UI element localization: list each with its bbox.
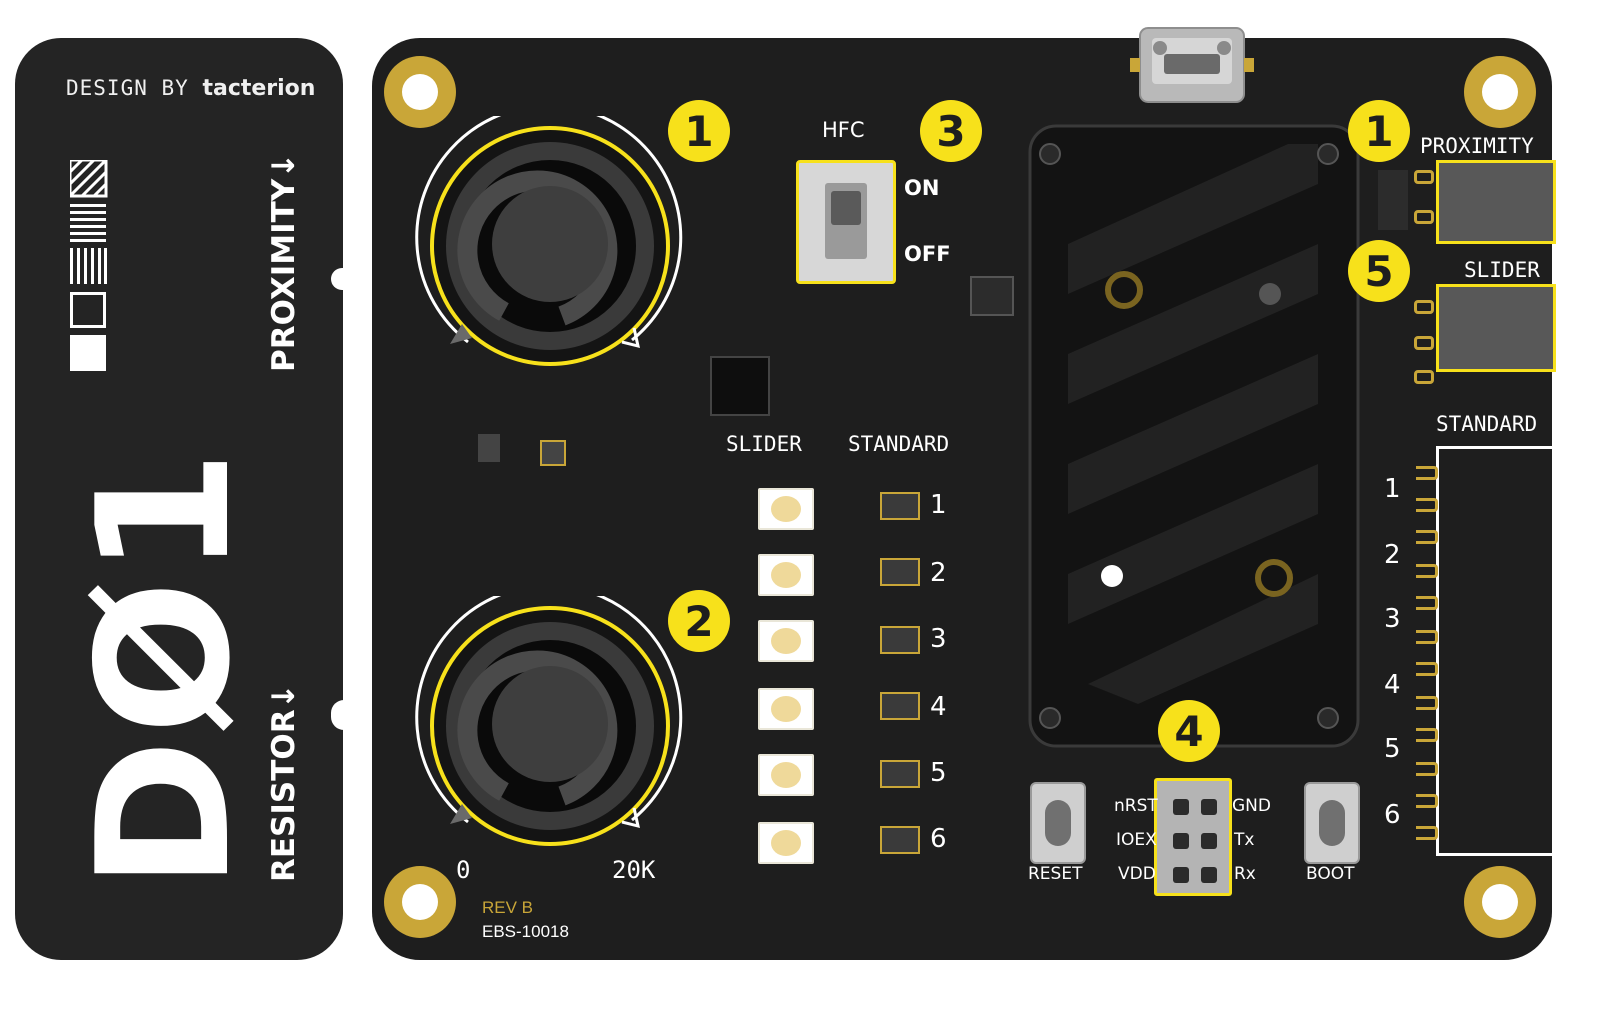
header-pin-rx: Rx	[1234, 864, 1256, 884]
part-number-label: EBS-10018	[482, 922, 569, 941]
led-slider-heading: SLIDER	[726, 432, 802, 456]
reset-label: RESET	[1028, 864, 1083, 884]
standard-led	[880, 626, 920, 654]
callout-badge: 3	[920, 100, 982, 162]
header-pin-vdd: VDD	[1118, 864, 1156, 884]
programming-header[interactable]	[1154, 778, 1232, 896]
slider-led	[758, 620, 814, 662]
led-number: 6	[930, 824, 947, 854]
hfc-label: HFC	[822, 118, 865, 142]
led-number: 4	[930, 692, 947, 722]
led-number: 3	[930, 624, 947, 654]
switch-on-label: ON	[904, 176, 940, 200]
revision-label: REV B	[482, 898, 534, 917]
standard-connector-area	[1436, 446, 1552, 856]
callout-badge: 5	[1348, 240, 1410, 302]
boot-label: BOOT	[1306, 864, 1355, 884]
header-pin-tx: Tx	[1234, 830, 1255, 850]
callout-badge: 1	[1348, 100, 1410, 162]
slider-led	[758, 488, 814, 530]
callout-badge: 1	[668, 100, 730, 162]
callout-badge: 2	[668, 590, 730, 652]
right-proximity-label: PROXIMITY	[1420, 134, 1534, 158]
proximity-jumper	[1378, 170, 1408, 230]
slider-led	[758, 688, 814, 730]
mcu-module	[1028, 124, 1360, 748]
slider-led	[758, 754, 814, 796]
standard-led	[880, 826, 920, 854]
standard-led	[880, 760, 920, 788]
mounting-hole	[1464, 56, 1536, 128]
led-number: 2	[930, 558, 947, 588]
mounting-hole	[384, 56, 456, 128]
standard-number: 6	[1384, 800, 1401, 830]
potentiometer-resistor[interactable]	[412, 596, 692, 860]
design-credit: DESIGN BY tacterion	[66, 76, 316, 101]
standard-led	[880, 558, 920, 586]
right-standard-label: STANDARD	[1436, 412, 1538, 436]
small-component	[478, 434, 500, 462]
tab-notch	[331, 700, 357, 730]
switch-knob[interactable]	[831, 191, 861, 225]
regulator-chip	[970, 276, 1014, 316]
header-pin-gnd: GND	[1232, 796, 1271, 816]
standard-led	[880, 692, 920, 720]
board-edge	[1554, 440, 1600, 864]
controller-chip	[710, 356, 770, 416]
tacterion-logo-icon	[70, 160, 108, 371]
slider-connector[interactable]	[1436, 284, 1556, 372]
pot-max-label: 20K	[612, 856, 656, 884]
right-slider-label: SLIDER	[1464, 258, 1540, 282]
slider-led	[758, 554, 814, 596]
slider-led	[758, 822, 814, 864]
led-standard-heading: STANDARD	[848, 432, 950, 456]
boot-button[interactable]	[1304, 782, 1360, 864]
tab-notch	[331, 268, 357, 290]
switch-off-label: OFF	[904, 242, 951, 266]
header-pin-nrst: nRST	[1114, 796, 1158, 816]
reset-button[interactable]	[1030, 782, 1086, 864]
standard-number: 3	[1384, 604, 1401, 634]
potentiometer-proximity[interactable]	[412, 116, 692, 380]
proximity-connector[interactable]	[1436, 160, 1556, 244]
standard-number: 2	[1384, 540, 1401, 570]
pot-min-label: 0	[456, 856, 471, 884]
standard-number: 4	[1384, 670, 1401, 700]
tab-proximity-label: PROXIMITY↓	[266, 152, 302, 372]
mounting-hole	[384, 866, 456, 938]
callout-badge: 4	[1158, 700, 1220, 762]
small-component	[540, 440, 566, 466]
led-number: 5	[930, 758, 947, 788]
hfc-switch[interactable]	[796, 160, 896, 284]
led-number: 1	[930, 490, 947, 520]
usb-connector-icon	[1130, 27, 1254, 103]
model-name: DØ1	[58, 445, 270, 890]
standard-number: 5	[1384, 734, 1401, 764]
standard-number: 1	[1384, 474, 1401, 504]
standard-led	[880, 492, 920, 520]
mounting-hole	[1464, 866, 1536, 938]
header-pin-ioex: IOEX	[1116, 830, 1157, 850]
tab-resistor-label: RESISTOR↓	[266, 683, 302, 882]
